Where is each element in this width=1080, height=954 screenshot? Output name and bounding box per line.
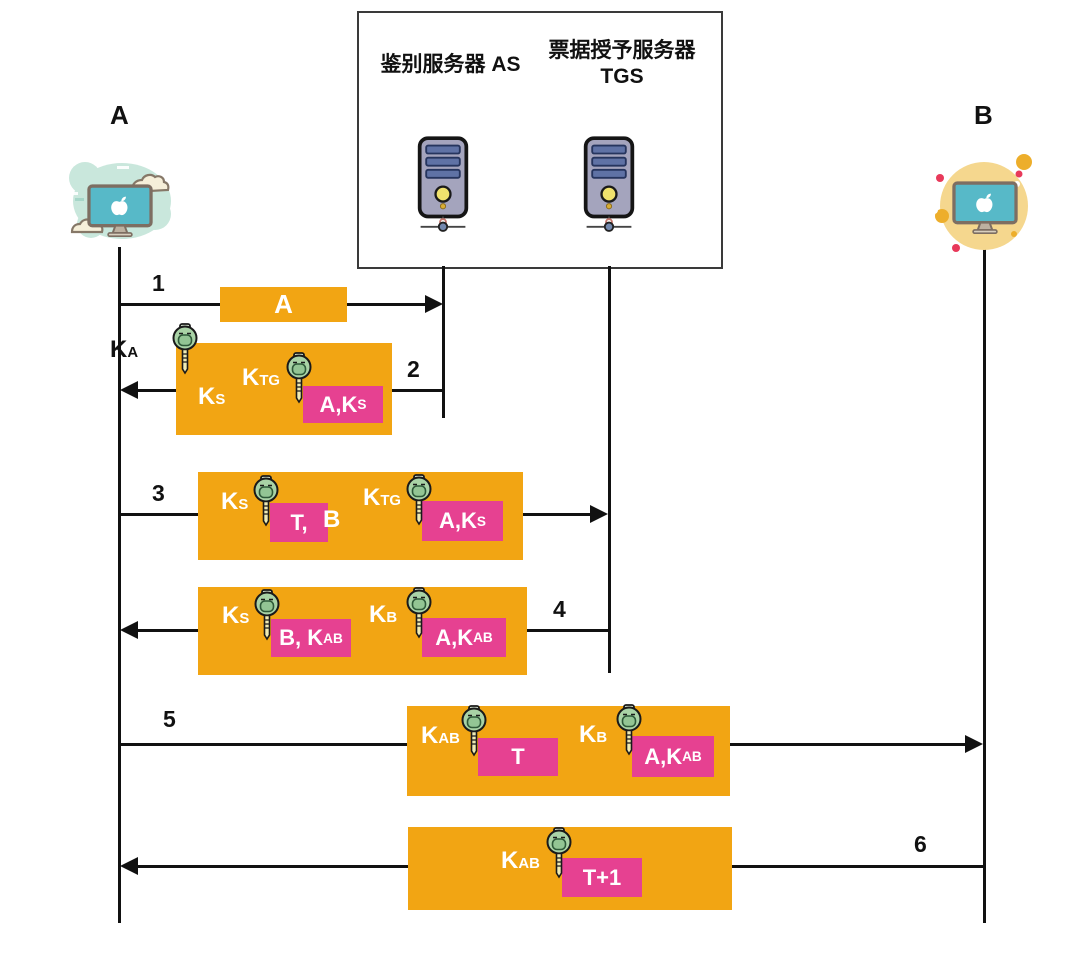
- key-label-ks: KS: [221, 488, 249, 515]
- lifeline-tgs: [608, 266, 611, 673]
- as-server-label: 鉴别服务器 AS: [380, 53, 521, 76]
- entity-a-label: A: [110, 100, 129, 130]
- message-4-number: 4: [553, 596, 566, 622]
- message-1-box: A: [220, 287, 347, 322]
- arrow-1-head: [425, 295, 443, 313]
- lifeline-b: [983, 248, 986, 923]
- arrow-5-head: [965, 735, 983, 753]
- key-label-ktg: KTG: [242, 364, 281, 391]
- message-2-number: 2: [407, 356, 420, 382]
- key-icon: [404, 587, 434, 639]
- arrow-2-head: [120, 381, 138, 399]
- key-icon: [459, 705, 489, 757]
- arrow-3-head: [590, 505, 608, 523]
- enc-timestamp: T,: [270, 503, 328, 542]
- computer-b-icon: [930, 154, 1032, 252]
- key-label-ka: KA: [110, 336, 139, 363]
- enc-timestamp: T: [478, 738, 558, 776]
- tgs-server-label-line1: 票据授予服务器: [548, 39, 696, 62]
- server-group-frame: [357, 11, 723, 269]
- key-label-kb: KB: [579, 721, 608, 748]
- arrow-6-head: [120, 857, 138, 875]
- message-6-number: 6: [914, 831, 927, 857]
- key-icon: [404, 474, 434, 526]
- key-icon: [252, 589, 282, 641]
- tgs-server-icon: [581, 136, 637, 241]
- as-server-icon: [415, 136, 471, 241]
- key-label-kab: KAB: [421, 722, 460, 749]
- key-label-ks: KS: [222, 602, 250, 629]
- key-icon: [614, 704, 644, 756]
- key-icon: [544, 827, 574, 879]
- key-label-ks: KS: [198, 383, 226, 410]
- key-label-kb: KB: [369, 601, 398, 628]
- key-icon: [284, 352, 314, 404]
- entity-b-label: B: [974, 100, 993, 130]
- lifeline-a: [118, 247, 121, 923]
- key-icon: [170, 323, 200, 375]
- arrow-4-head: [120, 621, 138, 639]
- computer-a-icon: [63, 160, 171, 239]
- key-label-ktg: KTG: [363, 484, 402, 511]
- enc-timestamp-plus1: T+1: [562, 858, 642, 897]
- message-5-number: 5: [163, 706, 176, 732]
- message-1-number: 1: [152, 270, 165, 296]
- message-3-number: 3: [152, 480, 165, 506]
- plain-b-label: B: [323, 506, 341, 533]
- tgs-server-label: 票据授予服务器 TGS: [527, 38, 717, 91]
- key-label-kab: KAB: [501, 847, 540, 874]
- tgs-server-label-line2: TGS: [600, 65, 644, 89]
- key-icon: [251, 475, 281, 527]
- lifeline-as: [442, 266, 445, 418]
